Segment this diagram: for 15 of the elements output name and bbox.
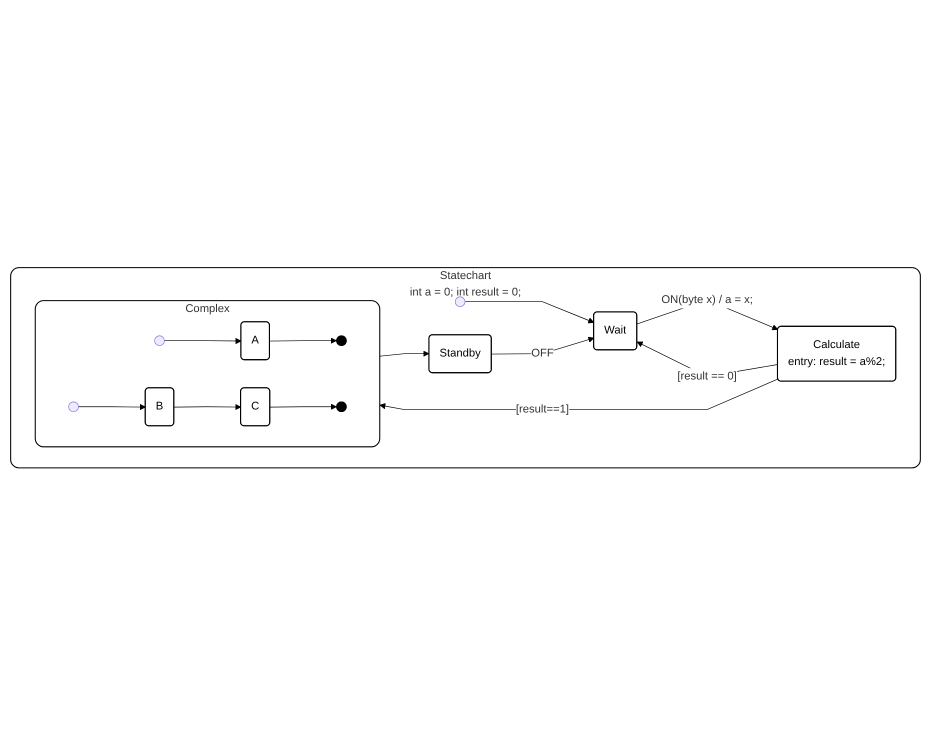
edge-label: OFF: [531, 347, 554, 360]
arrow: [270, 403, 337, 410]
edge-label: ON(byte x) / a = x;: [661, 293, 753, 306]
node-circle: [154, 335, 165, 346]
node-circle: [454, 296, 466, 307]
arrow: [491, 336, 594, 354]
arrow: [164, 338, 242, 344]
arrow: [464, 301, 594, 324]
edge-label: [result==1]: [516, 402, 570, 415]
arrow: [379, 350, 430, 357]
arrow: [174, 404, 242, 410]
arrow: [269, 337, 337, 344]
node-circle: [68, 401, 79, 412]
edge-label: [result == 0]: [677, 370, 737, 382]
arrow: [78, 404, 146, 410]
